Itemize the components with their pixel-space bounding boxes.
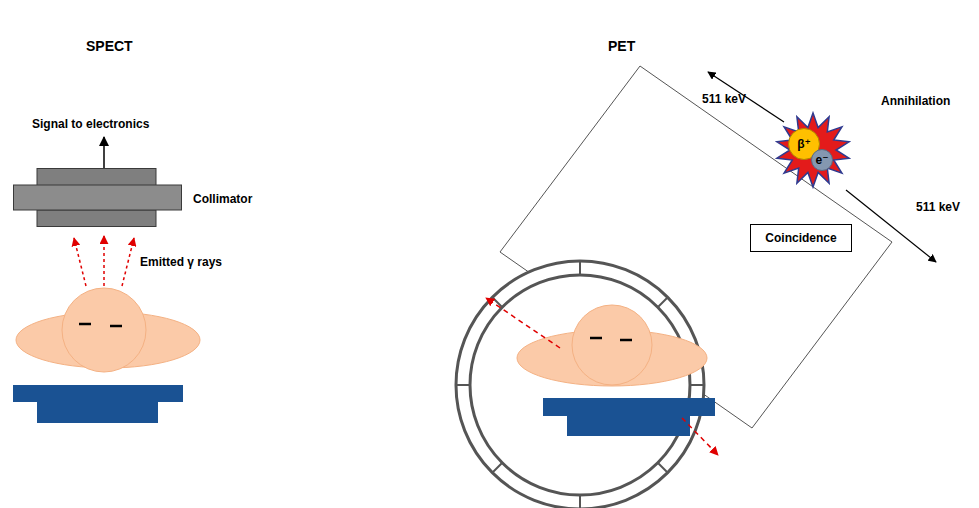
pet-patient bbox=[517, 305, 707, 386]
node-text: β⁺ bbox=[797, 137, 811, 151]
electron-circle: e⁻ bbox=[811, 149, 833, 171]
annotation-label: Signal to electronics bbox=[32, 117, 149, 131]
node-text: Annihilation bbox=[881, 94, 950, 108]
annotation-label: 511 keV bbox=[916, 200, 960, 214]
node-text-holder: Coincidence bbox=[751, 225, 851, 251]
photon-arrows bbox=[486, 298, 718, 455]
coincidence-box: Coincidence bbox=[750, 224, 852, 252]
spect-patient bbox=[16, 288, 200, 372]
node-text: Collimator bbox=[193, 192, 252, 206]
node-text: Coincidence bbox=[765, 231, 836, 245]
gamma-ray-arrows bbox=[74, 236, 134, 286]
panel-title: PET bbox=[608, 38, 635, 54]
pet-bed bbox=[543, 398, 715, 436]
annotation-label: 511 keV bbox=[702, 92, 746, 106]
spect-bed bbox=[13, 385, 183, 423]
panel-title: SPECT bbox=[86, 38, 133, 54]
collimator-node: Collimator bbox=[13, 168, 182, 227]
collimator-shape bbox=[13, 168, 182, 227]
node-text: e⁻ bbox=[815, 153, 828, 167]
node-text-holder: e⁻ bbox=[812, 150, 832, 170]
annihilation-node: Annihilationβ⁺e⁻ bbox=[777, 114, 849, 186]
signal-arrow bbox=[103, 137, 105, 168]
annotation-label: Emitted γ rays bbox=[140, 255, 222, 269]
